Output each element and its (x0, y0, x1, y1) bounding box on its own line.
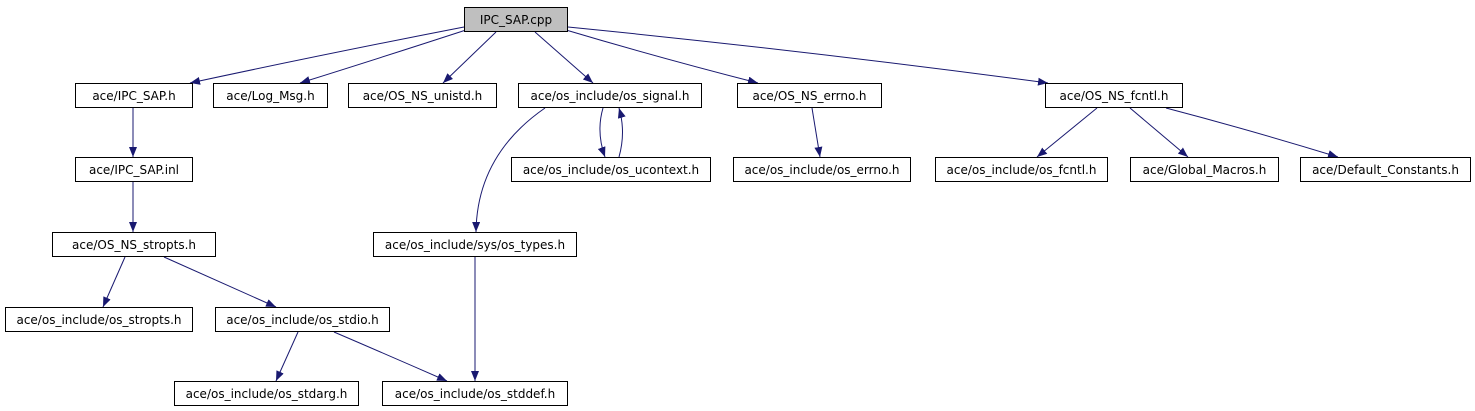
node-ace-os-include-os-errno-h[interactable]: ace/os_include/os_errno.h (733, 157, 911, 182)
node-ace-os-include-os-ucontext-h[interactable]: ace/os_include/os_ucontext.h (511, 157, 711, 182)
edge-ace-os-include-os-stdio-h-to-ace-os-include-os-stddef-h (333, 331, 448, 382)
node-ace-os-ns-stropts-h[interactable]: ace/OS_NS_stropts.h (52, 232, 216, 257)
edge-ace-os-ns-fcntl-h-to-ace-global-macros-h (1129, 107, 1189, 158)
node-ace-os-ns-fcntl-h[interactable]: ace/OS_NS_fcntl.h (1045, 83, 1183, 108)
node-ace-global-macros-h[interactable]: ace/Global_Macros.h (1130, 157, 1279, 182)
edge-ace-os-include-os-signal-h-to-ace-os-include-sys-os-types-h (472, 107, 546, 233)
node-ace-ipc-sap-h[interactable]: ace/IPC_SAP.h (75, 83, 193, 108)
edge-ace-os-ns-stropts-h-to-ace-os-include-os-stropts-h (102, 256, 126, 308)
edge-ace-os-include-os-stdio-h-to-ace-os-include-os-stdarg-h (275, 331, 299, 382)
node-ace-ipc-sap-inl[interactable]: ace/IPC_SAP.inl (75, 157, 193, 182)
node-ace-os-include-os-signal-h[interactable]: ace/os_include/os_signal.h (518, 83, 702, 108)
edge-root-to-ace-os-ns-unistd-h (442, 31, 497, 84)
node-ace-os-include-os-stdio-h[interactable]: ace/os_include/os_stdio.h (215, 307, 390, 332)
edge-root-to-ace-os-ns-errno-h (565, 29, 759, 85)
node-ace-os-include-os-stdarg-h[interactable]: ace/os_include/os_stdarg.h (174, 381, 359, 406)
edge-ace-os-ns-stropts-h-to-ace-os-include-os-stdio-h (163, 256, 277, 308)
node-ace-os-include-sys-os-types-h[interactable]: ace/os_include/sys/os_types.h (373, 232, 577, 257)
node-ace-os-include-os-stropts-h[interactable]: ace/os_include/os_stropts.h (5, 307, 193, 332)
edge-root-to-ace-os-ns-fcntl-h (567, 26, 1049, 86)
edge-root-to-ace-ipc-sap-h (189, 26, 465, 85)
node-ace-os-ns-errno-h[interactable]: ace/OS_NS_errno.h (737, 83, 882, 108)
node-ace-default-constants-h[interactable]: ace/Default_Constants.h (1300, 157, 1471, 182)
node-ace-os-include-os-fcntl-h[interactable]: ace/os_include/os_fcntl.h (935, 157, 1108, 182)
node-ace-log-msg-h[interactable]: ace/Log_Msg.h (213, 83, 328, 108)
edge-root-to-ace-log-msg-h (299, 29, 467, 84)
node-ipc-sap-cpp[interactable]: IPC_SAP.cpp (464, 7, 568, 32)
edge-ace-os-ns-errno-h-to-ace-os-include-os-errno-h (811, 107, 823, 158)
edge-root-to-ace-os-include-os-signal-h (534, 31, 594, 84)
node-ace-os-include-os-stddef-h[interactable]: ace/os_include/os_stddef.h (382, 381, 568, 406)
node-ace-os-ns-unistd-h[interactable]: ace/OS_NS_unistd.h (348, 83, 497, 108)
edge-ace-os-include-os-signal-h-to-ace-os-include-os-ucontext-h (597, 107, 606, 158)
edge-ace-os-ns-fcntl-h-to-ace-default-constants-h (1165, 107, 1339, 158)
edge-ace-os-include-os-ucontext-h-to-ace-os-include-os-signal-h (617, 107, 626, 158)
edge-ace-os-ns-fcntl-h-to-ace-os-include-os-fcntl-h (1036, 107, 1098, 158)
